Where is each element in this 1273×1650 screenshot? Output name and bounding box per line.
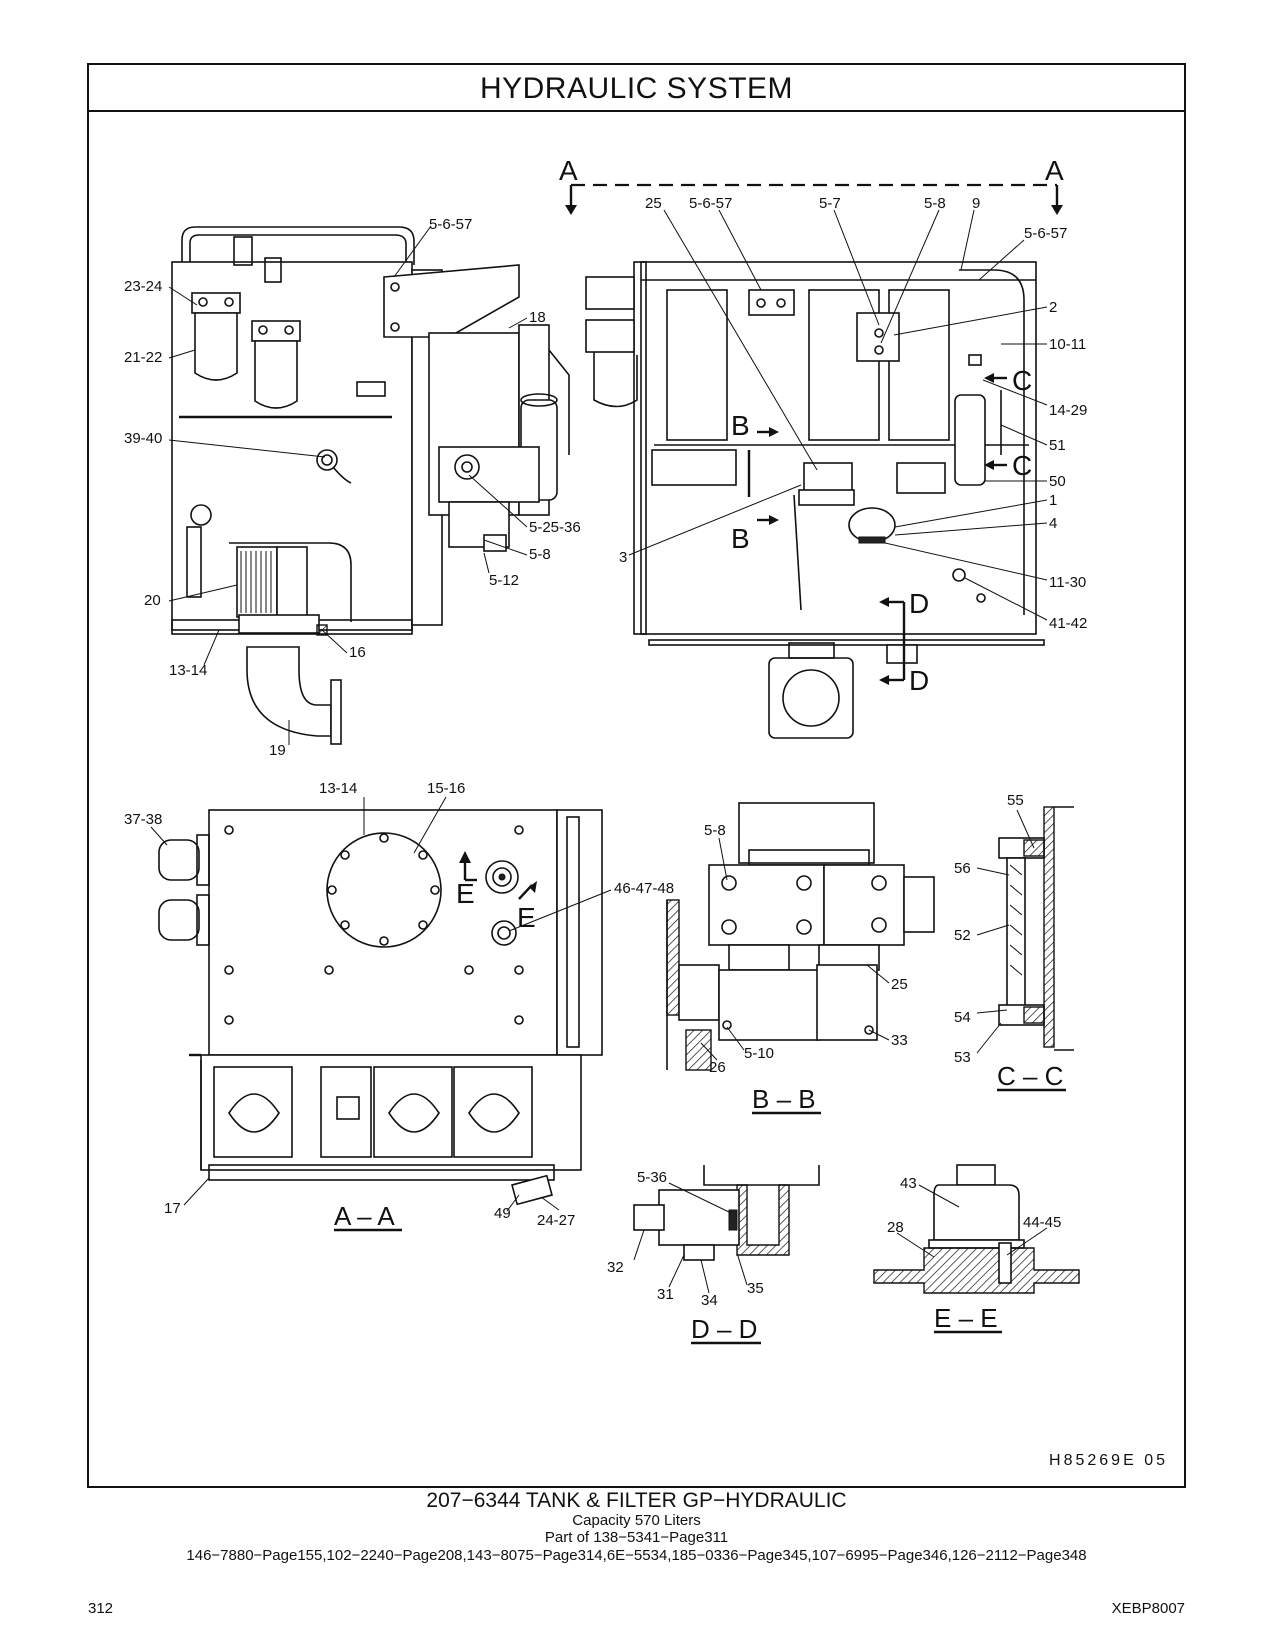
top-view xyxy=(565,183,1063,739)
callout: 18 xyxy=(529,309,546,326)
section-d-bottom: D xyxy=(909,665,929,696)
callout: 41-42 xyxy=(1049,615,1087,632)
callout: 43 xyxy=(900,1175,917,1192)
callout: 5-10 xyxy=(744,1045,774,1062)
callout: 49 xyxy=(494,1205,511,1222)
caption-part-of: Part of 138−5341−Page311 xyxy=(544,1529,729,1546)
caption-references: 146−7880−Page155,102−2240−Page208,143−80… xyxy=(186,1547,1087,1564)
callout: 5-8 xyxy=(924,195,946,212)
section-bb-view xyxy=(666,802,935,1071)
page-title: HYDRAULIC SYSTEM xyxy=(89,65,1184,112)
page-number: 312 xyxy=(88,1600,114,1617)
callout: 16 xyxy=(349,644,366,661)
callout: 50 xyxy=(1049,473,1066,490)
callout: 33 xyxy=(891,1032,908,1049)
section-title-dd: D – D xyxy=(691,1314,757,1344)
callout: 25 xyxy=(645,195,662,212)
callout: 4 xyxy=(1049,515,1057,532)
section-aa-view xyxy=(158,809,603,1206)
drawing-frame: HYDRAULIC SYSTEM xyxy=(87,63,1186,1488)
callout: 5-7 xyxy=(819,195,841,212)
callout: 51 xyxy=(1049,437,1066,454)
section-ee-view xyxy=(873,1164,1080,1294)
callout: 46-47-48 xyxy=(614,880,674,897)
section-arrow-labels: A A B B C C D D E E xyxy=(456,155,1064,933)
callout: 5-8 xyxy=(529,546,551,563)
callout: 55 xyxy=(1007,792,1024,809)
section-b-top: B xyxy=(731,410,750,441)
callout: 13-14 xyxy=(319,780,357,797)
section-b-bottom: B xyxy=(731,523,750,554)
callout: 13-14 xyxy=(169,662,207,679)
callout: 20 xyxy=(144,592,161,609)
section-e-left: E xyxy=(456,878,475,909)
callout: 25 xyxy=(891,976,908,993)
leader-lines xyxy=(150,209,1048,1294)
hydraulic-system-illustration: A A B B C C D D E E 5-6-57 23-24 18 xyxy=(124,155,1087,1345)
callout: 37-38 xyxy=(124,811,162,828)
callout: 52 xyxy=(954,927,971,944)
callout: 54 xyxy=(954,1009,971,1026)
section-title-aa: A – A xyxy=(334,1201,395,1231)
section-c-bottom: C xyxy=(1012,450,1032,481)
callout: 35 xyxy=(747,1280,764,1297)
callout: 56 xyxy=(954,860,971,877)
section-a-right: A xyxy=(1045,155,1064,186)
section-cc-view xyxy=(998,806,1074,1051)
callout: 26 xyxy=(709,1059,726,1076)
callout: 53 xyxy=(954,1049,971,1066)
caption-capacity: Capacity 570 Liters xyxy=(572,1512,701,1529)
callout: 1 xyxy=(1049,492,1057,509)
callout: 31 xyxy=(657,1286,674,1303)
left-side-view xyxy=(171,226,570,745)
callout: 10-11 xyxy=(1049,336,1086,353)
section-c-top: C xyxy=(1012,365,1032,396)
callout: 5-6-57 xyxy=(429,216,472,233)
callout: 24-27 xyxy=(537,1212,575,1229)
callout: 5-8 xyxy=(704,822,726,839)
callout: 17 xyxy=(164,1200,181,1217)
callout: 21-22 xyxy=(124,349,162,366)
callout: 5-6-57 xyxy=(1024,225,1067,242)
caption-block: 207−6344 TANK & FILTER GP−HYDRAULIC Capa… xyxy=(0,1490,1273,1565)
drawing-number: H85269E 05 xyxy=(1049,1452,1168,1469)
callout: 5-12 xyxy=(489,572,519,589)
section-e-right: E xyxy=(517,902,536,933)
section-dd-view xyxy=(633,1165,820,1261)
section-title-bb: B – B xyxy=(752,1084,816,1114)
callout: 15-16 xyxy=(427,780,465,797)
callout: 34 xyxy=(701,1292,718,1309)
callout: 23-24 xyxy=(124,278,162,295)
callout: 11-30 xyxy=(1049,574,1086,591)
callout: 14-29 xyxy=(1049,402,1087,419)
callout: 5-25-36 xyxy=(529,519,581,536)
callout: 2 xyxy=(1049,299,1057,316)
callout: 28 xyxy=(887,1219,904,1236)
document-code: XEBP8007 xyxy=(1111,1600,1185,1617)
callout: 9 xyxy=(972,195,980,212)
callout: 5-36 xyxy=(637,1169,667,1186)
callout: 44-45 xyxy=(1023,1214,1061,1231)
callout: 19 xyxy=(269,742,286,759)
callout: 39-40 xyxy=(124,430,162,447)
section-a-left: A xyxy=(559,155,578,186)
caption-title: 207−6344 TANK & FILTER GP−HYDRAULIC xyxy=(426,1489,847,1512)
callout: 3 xyxy=(619,549,627,566)
callout: 5-6-57 xyxy=(689,195,732,212)
section-title-cc: C – C xyxy=(997,1061,1063,1091)
callout: 32 xyxy=(607,1259,624,1276)
callout-labels: 5-6-57 23-24 18 21-22 39-40 5-25-36 5-8 … xyxy=(124,195,1087,1309)
section-d-top: D xyxy=(909,588,929,619)
section-title-ee: E – E xyxy=(934,1303,998,1333)
section-titles: A – A B – B C – C D – D E – E xyxy=(334,1061,1066,1345)
